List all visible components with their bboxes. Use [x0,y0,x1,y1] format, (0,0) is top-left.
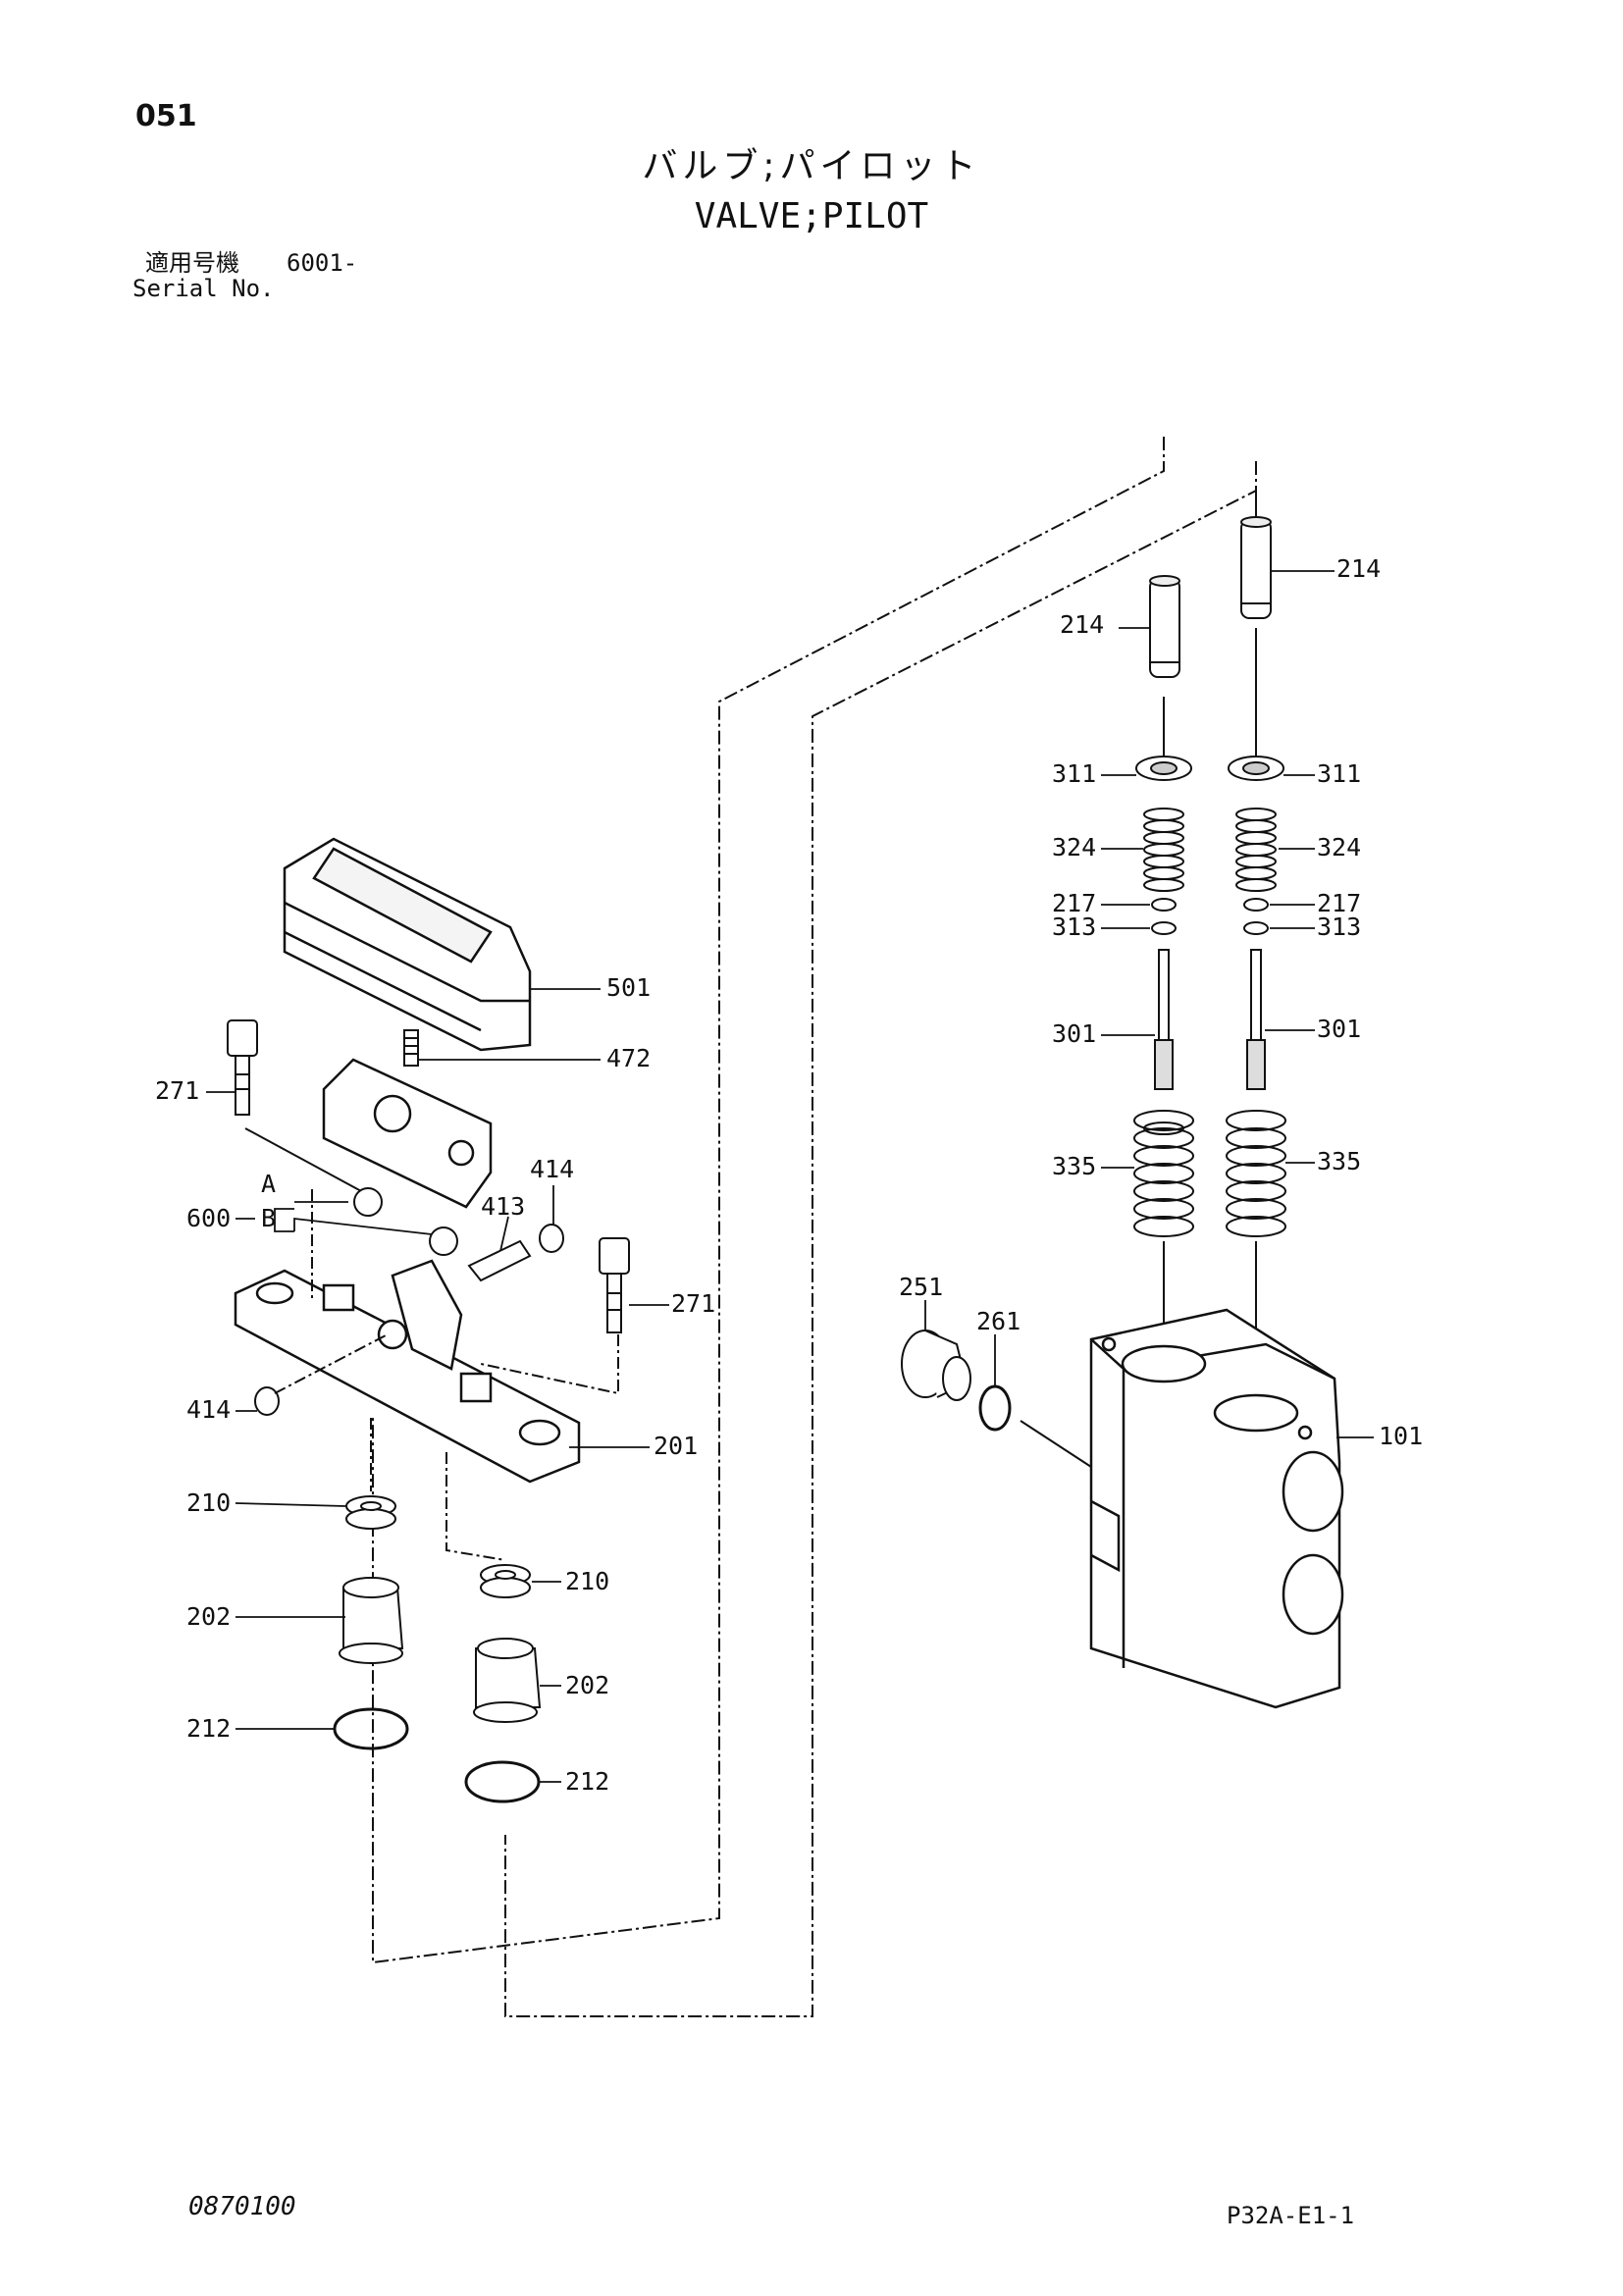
o-ring-261 [978,1384,1012,1432]
plug-202-right [473,1638,542,1723]
left-spool-stack [1133,575,1194,1364]
callout-201: 201 [654,1432,698,1460]
serial-label-english: Serial No. [132,275,275,302]
callout-A: A [261,1170,276,1198]
bushing-414-left [254,1386,280,1416]
callout-202-right: 202 [565,1671,609,1699]
plug-251 [901,1330,971,1401]
callout-261: 261 [976,1307,1021,1335]
plate-201 [234,1259,581,1484]
callout-600: 600 [186,1204,231,1232]
callout-217-right: 217 [1317,889,1361,917]
bolt-271-left [227,1019,258,1116]
callout-B: B [261,1204,276,1232]
callout-335-right: 335 [1317,1147,1361,1175]
callout-214-left: 214 [1060,610,1104,639]
callout-413: 413 [481,1192,525,1221]
callout-313-left: 313 [1052,913,1096,941]
callout-501: 501 [606,973,651,1002]
right-spool-stack [1226,491,1286,1413]
seal-210-left [345,1495,396,1530]
screw-472 [403,1029,419,1067]
balls-600 [353,1187,458,1256]
spring-335-left [1133,1110,1194,1237]
callout-311-right: 311 [1317,759,1361,788]
callout-301-right: 301 [1317,1015,1361,1043]
callout-202-left: 202 [186,1602,231,1631]
callout-labels: 214 214 311 311 324 324 217 217 313 313 … [155,554,1423,1796]
callout-271-right: 271 [671,1289,715,1318]
cam-block [322,1058,493,1209]
callout-472: 472 [606,1044,651,1072]
callout-212-right: 212 [565,1767,609,1796]
plate-code: P32A-E1-1 [1227,2202,1355,2229]
title-english: VALVE;PILOT [694,196,929,236]
callout-271-left: 271 [155,1076,199,1105]
boot-501 [283,837,532,1052]
callout-214-right: 214 [1336,554,1381,583]
spring-335-right [1226,1110,1286,1237]
leader-261-body [1020,1420,1092,1468]
callout-311-left: 311 [1052,759,1096,788]
callout-210-left: 210 [186,1488,231,1517]
bushing-414-right [539,1224,564,1253]
callout-101: 101 [1379,1422,1423,1450]
serial-label-japanese: 適用号機 [145,249,239,277]
leader-bolt-left [244,1127,364,1193]
left-axis-lines [274,1189,619,1561]
callout-212-left: 212 [186,1714,231,1743]
serial-value: 6001- [287,249,358,277]
o-ring-212-left [333,1707,409,1750]
spring-324-right [1235,808,1277,892]
callout-414-upper: 414 [530,1155,574,1183]
seal-210-right [480,1564,531,1598]
callout-210-right: 210 [565,1567,609,1595]
callout-217-left: 217 [1052,889,1096,917]
page-number: 051 [135,99,197,133]
callout-251: 251 [899,1273,943,1301]
callout-414-lower: 414 [186,1395,231,1424]
leader-lines [206,570,1374,1783]
callout-335-left: 335 [1052,1152,1096,1180]
o-ring-212-right [464,1760,541,1803]
valve-body-101 [1089,1308,1344,1709]
bolt-271-right [599,1237,630,1333]
spring-324-left [1143,808,1184,892]
callout-324-left: 324 [1052,833,1096,861]
callout-324-right: 324 [1317,833,1361,861]
document-code: 0870100 [188,2192,296,2221]
pin-413 [467,1239,532,1282]
plug-202-left [339,1577,404,1664]
title-japanese: バルブ;パイロット [642,146,981,186]
callout-301-left: 301 [1052,1019,1096,1048]
assembly-boundary-lines [372,437,1257,2017]
callout-313-right: 313 [1317,913,1361,941]
